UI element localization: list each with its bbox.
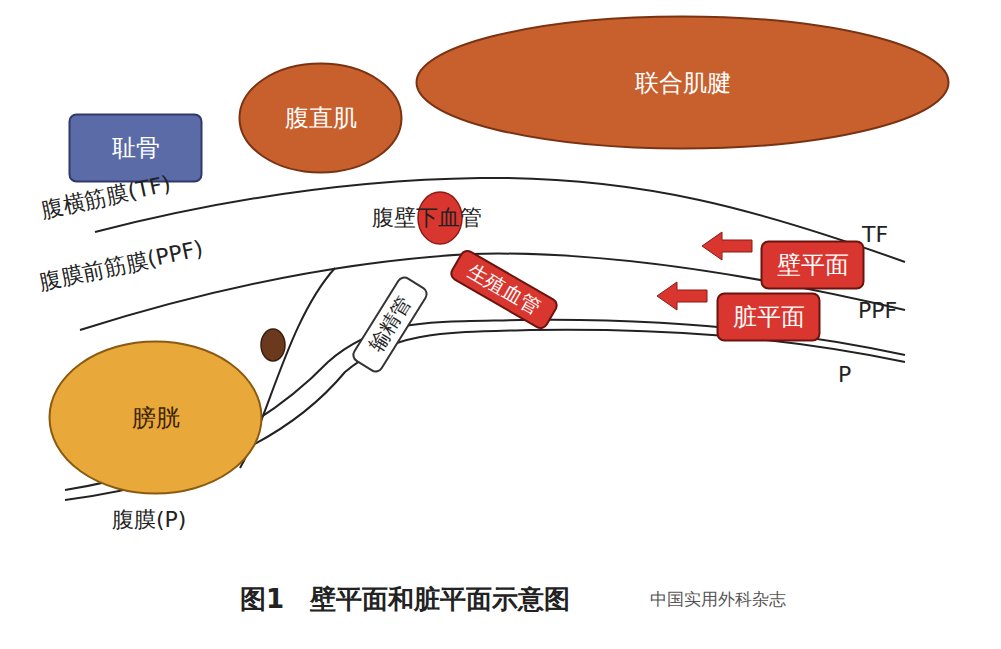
watermark: 中国实用外科杂志 <box>650 588 786 611</box>
ureter <box>261 329 285 361</box>
left-arrow <box>702 232 752 260</box>
shape-fill <box>417 17 949 149</box>
shape-fill <box>70 115 202 182</box>
left-arrow <box>657 282 707 310</box>
line-end-label: PPF <box>858 298 897 323</box>
shape-fill <box>449 248 559 330</box>
figure-caption: 图1 壁平面和脏平面示意图 <box>240 582 570 617</box>
node-text: 壁平面 <box>777 249 849 281</box>
node-text: 联合肌腱 <box>635 67 731 99</box>
tendon-ellipse: 联合肌腱 <box>415 15 950 150</box>
muscle-ellipse: 腹直肌 <box>238 62 403 174</box>
node-text: 耻骨 <box>112 132 160 164</box>
node-text: 脏平面 <box>733 301 805 333</box>
vessel-label: 腹壁下血管 <box>372 203 482 233</box>
plane-box: 壁平面 <box>760 240 865 290</box>
shape-fill <box>718 294 820 341</box>
fascia-label: 腹膜前筋膜(PPF) <box>37 234 206 298</box>
bladder-ellipse: 膀胱 <box>48 340 263 495</box>
node-text: 膀胱 <box>132 402 180 434</box>
peritoneum-label: 腹膜(P) <box>112 505 186 535</box>
line-end-label: TF <box>862 222 888 247</box>
shape-fill <box>351 274 430 373</box>
shape-fill <box>240 64 402 173</box>
line-end-label: P <box>838 362 851 387</box>
gonadal-vessel-box: 生殖血管 <box>447 246 561 332</box>
shape-fill <box>762 242 864 289</box>
shape-fill <box>50 342 262 494</box>
plane-box: 脏平面 <box>716 292 821 342</box>
bone-box: 耻骨 <box>68 113 203 183</box>
node-text: 腹直肌 <box>285 102 357 134</box>
